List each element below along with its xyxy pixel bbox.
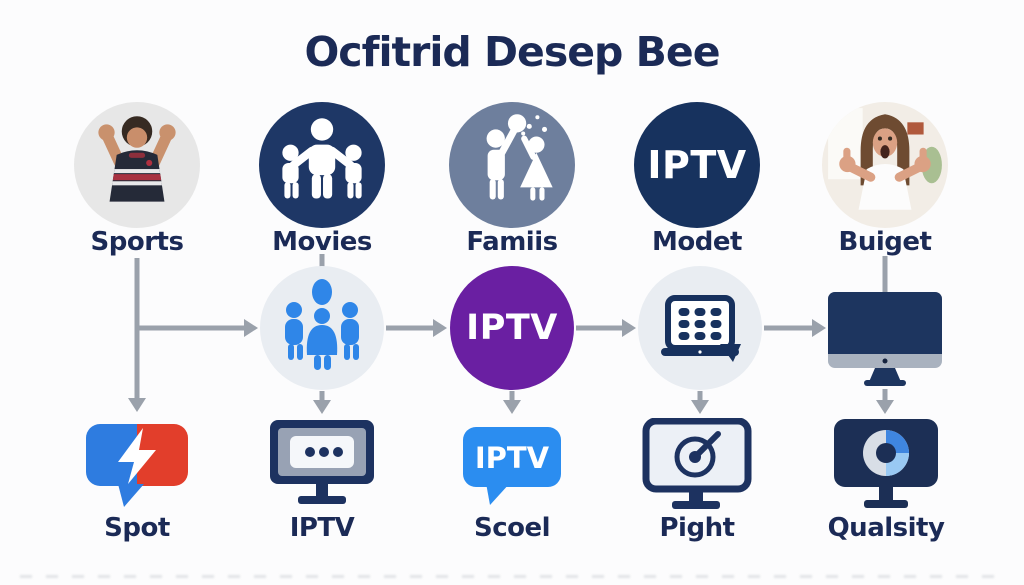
tablet-app-grid-icon — [638, 266, 762, 390]
target-monitor-icon — [642, 418, 752, 510]
iptv-purple-badge: IPTV — [450, 266, 574, 390]
tv-screen-dots-icon — [270, 420, 374, 506]
iptv-bubble-text: IPTV — [475, 441, 550, 475]
iptv-circle-badge: IPTV — [634, 102, 760, 228]
audience-people-icon — [260, 266, 384, 390]
bottom-label-scoel: Scoel — [473, 513, 551, 543]
lightning-chat-icon — [82, 420, 192, 508]
family-playing-ball-icon — [449, 102, 575, 228]
thumbs-up-woman-photo — [822, 102, 948, 228]
athlete-flexing-photo — [74, 102, 200, 228]
top-label-buiget: Buiget — [838, 227, 932, 257]
bottom-label-iptv: IPTV — [289, 513, 355, 543]
top-label-sports: Sports — [90, 227, 184, 257]
iptv-chat-bubble-icon: IPTV — [462, 421, 562, 507]
family-group-icon — [259, 102, 385, 228]
iptv-badge-text: IPTV — [647, 143, 747, 187]
desktop-monitor-icon — [828, 292, 942, 388]
top-label-movies: Movies — [272, 227, 372, 257]
iptv-purple-text: IPTV — [466, 308, 558, 348]
bottom-label-pight: Pight — [659, 513, 735, 543]
top-label-modet: Modet — [652, 227, 742, 257]
bottom-label-spot: Spot — [104, 513, 170, 543]
top-label-famiis: Famiis — [466, 227, 558, 257]
bottom-artifact-line — [20, 575, 1004, 578]
donut-chart-monitor-icon — [834, 419, 938, 511]
page-title: Ocfitrid Desep Bee — [304, 28, 720, 76]
bottom-label-qualsity: Qualsity — [827, 513, 945, 543]
